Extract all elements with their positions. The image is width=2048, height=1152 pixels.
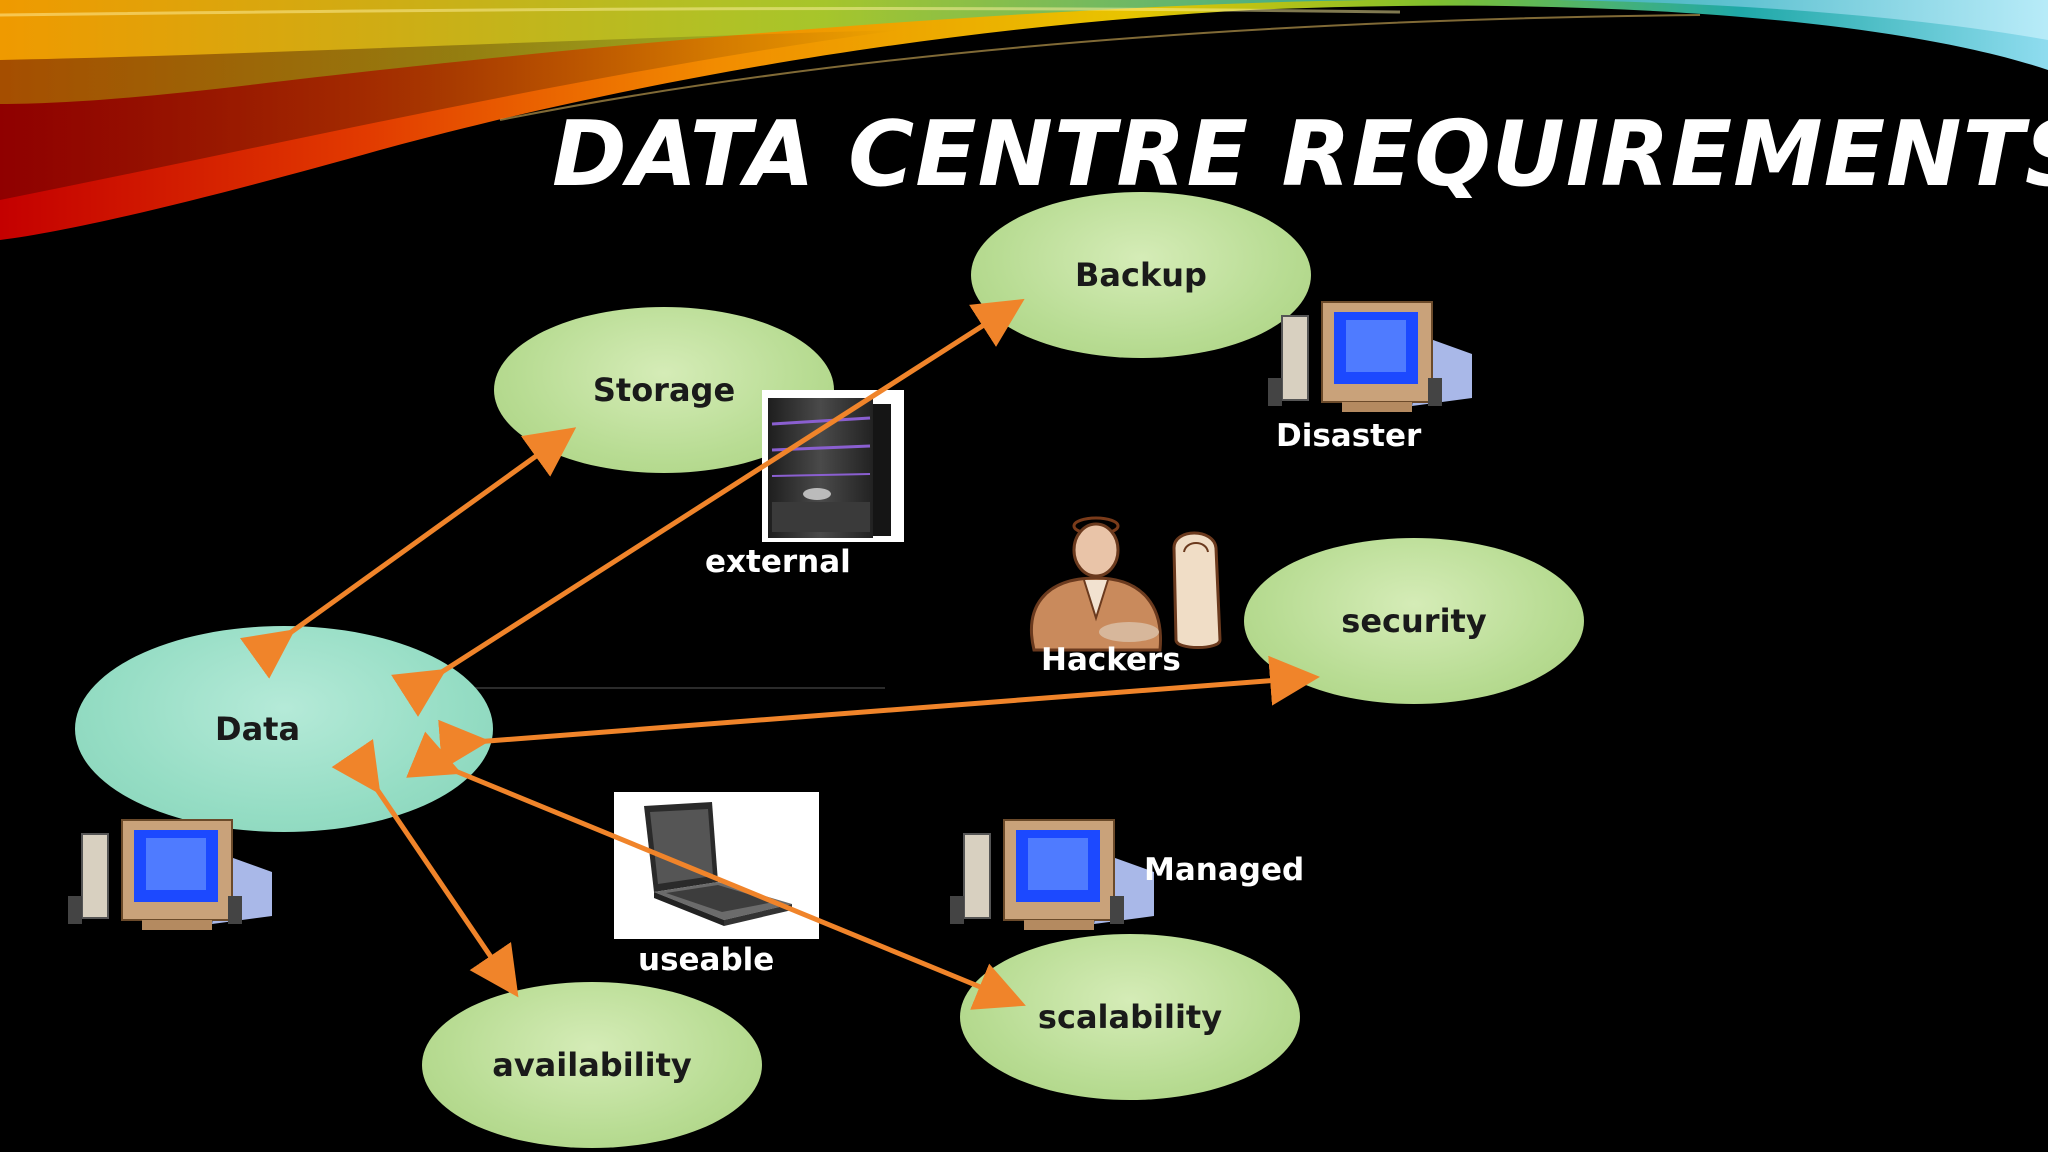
node-security: security <box>1244 538 1584 704</box>
desktop-computer-icon <box>944 814 1156 944</box>
node-data: Data <box>75 626 493 832</box>
slide-title: DATA CENTRE REQUIREMENTS <box>552 102 2048 207</box>
desktop-computer-icon <box>1262 296 1474 426</box>
node-availability: availability <box>422 982 762 1148</box>
caption-external: external <box>705 544 851 580</box>
caption-useable: useable <box>638 942 775 978</box>
node-scalability: scalability <box>960 934 1300 1100</box>
caption-disaster: Disaster <box>1276 418 1422 454</box>
server-tower-icon <box>762 390 904 542</box>
node-backup: Backup <box>971 192 1311 358</box>
laptop-icon <box>614 792 819 939</box>
hacker-person-icon <box>1014 508 1234 660</box>
caption-managed: Managed <box>1144 852 1305 888</box>
caption-hackers: Hackers <box>1041 642 1181 678</box>
faint-divider <box>475 687 885 689</box>
desktop-computer-icon <box>62 814 274 944</box>
